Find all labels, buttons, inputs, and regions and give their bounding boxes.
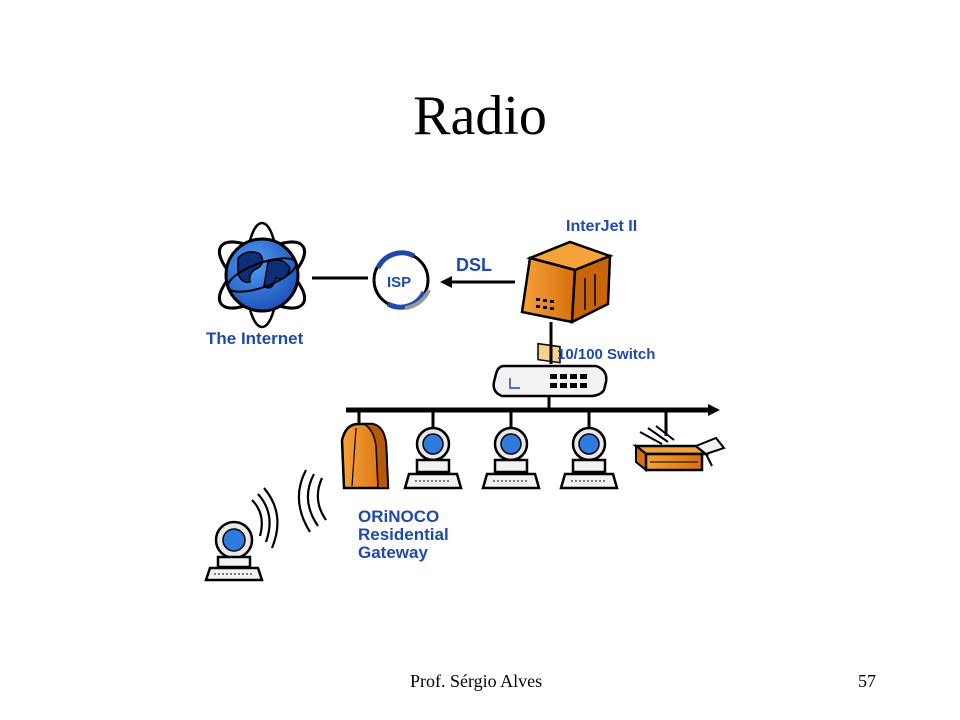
footer-author: Prof. Sérgio Alves xyxy=(410,671,543,691)
wireless-gateway-icon xyxy=(340,422,390,490)
internet-label: The Internet xyxy=(206,329,304,348)
slide-title: Radio xyxy=(413,85,547,147)
switch-label: 10/100 Switch xyxy=(557,346,655,363)
dsl-label: DSL xyxy=(456,255,492,275)
network-switch-icon xyxy=(492,364,608,398)
gateway-label-line2: Residential xyxy=(358,525,449,544)
gateway-label-line3: Gateway xyxy=(358,543,428,562)
globe-icon xyxy=(217,221,307,329)
printer-icon xyxy=(632,425,726,473)
wireless-laptop-icon xyxy=(204,520,264,582)
desktop-computer-icon xyxy=(481,426,541,490)
gateway-label-line1: ORiNOCO xyxy=(358,507,439,526)
isp-label: ISP xyxy=(387,274,411,291)
interjet-label: InterJet II xyxy=(566,218,637,235)
isp-icon xyxy=(372,250,431,310)
page-number: 57 xyxy=(858,671,876,691)
desktop-computer-icon xyxy=(403,426,463,490)
dsl-arrow xyxy=(440,276,515,288)
interjet-device-icon xyxy=(520,240,614,364)
radio-waves-icon xyxy=(251,469,327,549)
desktop-computer-icon xyxy=(559,426,619,490)
network-bus xyxy=(346,404,720,436)
